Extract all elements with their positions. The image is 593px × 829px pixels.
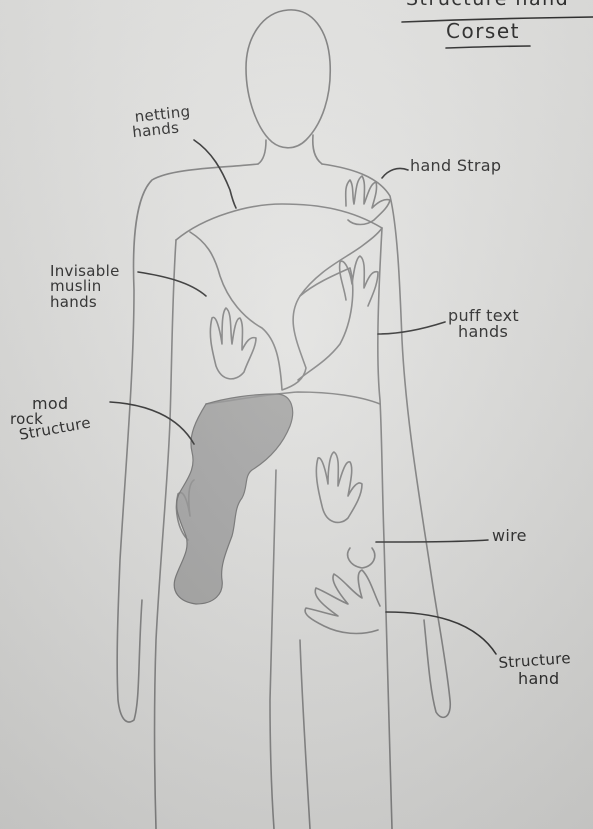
label-netting-hands: netting hands <box>134 104 193 140</box>
label-structure-line1: Structure <box>498 651 571 671</box>
label-puff-text-hands: puff text hands <box>448 308 519 341</box>
label-puff-line2: hands <box>458 324 519 340</box>
callout-hand-strap <box>382 168 408 178</box>
right-torso <box>378 228 392 829</box>
callout-netting <box>194 140 236 208</box>
structure-hand-lower <box>305 570 380 633</box>
hand-strap <box>346 176 390 225</box>
wire-loop <box>348 548 375 568</box>
neck-right <box>313 135 322 164</box>
label-structure-line2: hand <box>518 671 570 687</box>
callout-wire <box>376 540 488 542</box>
inner-right-panel <box>298 268 353 380</box>
title-underline-2 <box>446 46 530 48</box>
label-hand-strap: hand Strap <box>410 158 501 174</box>
callout-puff <box>378 322 445 334</box>
callout-mod-rock <box>110 402 194 444</box>
head-outline <box>246 10 330 148</box>
label-wire: wire <box>492 528 527 544</box>
callout-invisible <box>138 272 206 296</box>
netting-panel <box>190 228 382 390</box>
label-invisible-line3: hands <box>50 295 120 310</box>
title-line-2: Corset <box>446 21 520 41</box>
left-torso <box>155 240 177 829</box>
label-mod-rock-structure: mod rock Structure <box>18 396 90 443</box>
label-invisible-muslin-hands: Invisable muslin hands <box>50 264 120 310</box>
puff-hand <box>340 256 378 306</box>
label-structure-hand: Structure hand <box>498 656 570 688</box>
hip-hand <box>316 452 362 522</box>
inner-leg <box>270 470 276 829</box>
right-leg-inner <box>300 640 310 829</box>
neck-left <box>258 140 266 164</box>
title-line-1: Structure hand <box>406 0 569 9</box>
